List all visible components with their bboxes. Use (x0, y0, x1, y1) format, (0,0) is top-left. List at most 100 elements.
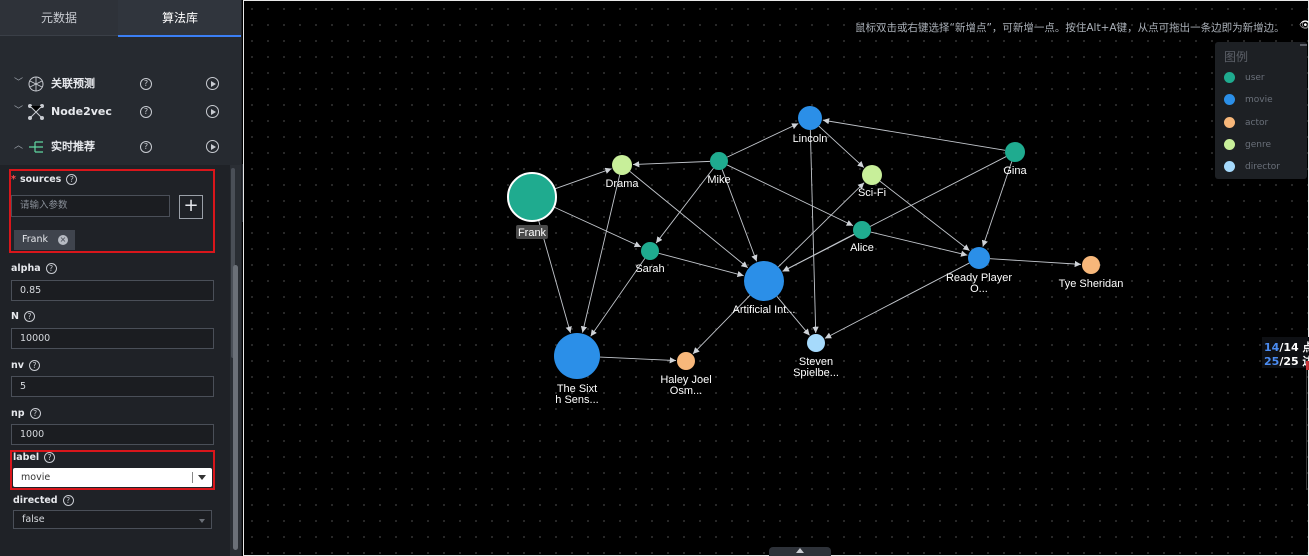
node-label: Drama (605, 178, 639, 190)
scrollbar-thumb-secondary[interactable] (231, 168, 235, 358)
node-circle[interactable] (1082, 256, 1100, 274)
graph-edge[interactable] (989, 258, 1082, 268)
graph-edge[interactable] (782, 233, 855, 272)
help-icon[interactable]: ? (44, 452, 56, 463)
node-circle[interactable] (612, 155, 632, 175)
graph-edge[interactable] (553, 206, 642, 248)
node-circle[interactable] (677, 352, 695, 370)
graph-edge[interactable] (879, 180, 970, 252)
node-circle[interactable] (744, 261, 784, 301)
node-circle[interactable] (554, 333, 600, 379)
sources-input[interactable]: 请输入参数 (11, 195, 170, 217)
help-icon[interactable]: ? (23, 311, 35, 322)
graph-edge[interactable] (726, 164, 854, 227)
graph-edge[interactable] (824, 262, 970, 339)
algo-item-node2vec[interactable]: ﹀ Node2vec ? (0, 95, 236, 129)
graph-edge[interactable] (692, 295, 751, 355)
graph-node-sarah[interactable]: Sarah (635, 242, 665, 275)
help-icon[interactable]: ? (29, 408, 41, 419)
help-icon[interactable]: ? (140, 106, 152, 118)
help-icon[interactable]: ? (140, 78, 152, 90)
algo-item-realtime-recommend[interactable]: ︿ 实时推荐 ? (0, 130, 236, 164)
chevron-down-icon[interactable]: ﹀ (14, 106, 24, 116)
param-label-text: np (11, 408, 25, 419)
graph-edge[interactable] (822, 118, 1006, 151)
graph-edge[interactable] (658, 252, 744, 278)
node-circle[interactable] (807, 334, 825, 352)
graph-edge[interactable] (870, 231, 968, 257)
graph-edge[interactable] (776, 296, 810, 336)
nv-input[interactable]: 5 (11, 376, 214, 397)
legend-collapse-icon[interactable] (1300, 44, 1307, 46)
graph-node-gina[interactable]: Gina (1003, 142, 1027, 177)
graph-edge[interactable] (655, 167, 714, 244)
edge-count: 25/25 边 (1264, 353, 1309, 369)
graph-node-lincoln[interactable]: Lincoln (793, 106, 828, 145)
graph-node-drama[interactable]: Drama (605, 155, 639, 190)
node-circle[interactable] (853, 221, 871, 239)
graph-node-frank[interactable]: Frank (507, 172, 557, 239)
param-n-label: N? (11, 311, 35, 322)
help-icon[interactable]: ? (140, 141, 152, 153)
node-circle[interactable] (641, 242, 659, 260)
expand-bottom-panel-button[interactable] (769, 547, 831, 556)
graph-node-tye[interactable]: Tye Sheridan (1059, 256, 1124, 290)
label-select[interactable]: movie (13, 468, 212, 487)
chevron-down-icon[interactable] (199, 519, 205, 523)
node-circle[interactable] (1005, 142, 1025, 162)
graph-node-steven[interactable]: StevenSpielbe... (793, 334, 839, 379)
help-icon[interactable]: ? (28, 360, 40, 371)
tab-algorithm-library[interactable]: 算法库 (118, 0, 241, 37)
graph-edge[interactable] (809, 129, 819, 334)
node-circle[interactable] (507, 172, 557, 222)
help-icon[interactable]: ? (66, 174, 78, 185)
play-icon[interactable] (206, 140, 219, 153)
algo-item-link-prediction[interactable]: ﹀ 关联预测 ? (0, 67, 236, 101)
algo-item-label: 关联预测 (51, 77, 95, 90)
graph-node-alice[interactable]: Alice (850, 221, 874, 254)
graph-edge[interactable] (599, 356, 677, 364)
graph-edge[interactable] (590, 258, 646, 337)
graph-edge[interactable] (632, 160, 711, 168)
close-icon[interactable]: × (58, 235, 68, 245)
graph-node-haley[interactable]: Haley JoelOsm... (660, 352, 712, 397)
node-circle[interactable] (798, 106, 822, 130)
legend-swatch (1224, 72, 1235, 83)
chevron-down-icon[interactable]: ﹀ (14, 78, 24, 88)
scrollbar-thumb[interactable] (233, 265, 238, 550)
graph-node-ai[interactable]: Artificial Int... (733, 261, 796, 316)
help-icon[interactable]: ? (62, 495, 74, 506)
canvas-hint-text: 鼠标双击或右键选择“新增点”，可新增一点。按住Alt+A键，从点可拖出一条边即为… (855, 22, 1285, 34)
graph-edge[interactable] (629, 170, 749, 269)
graph-edge[interactable] (721, 169, 758, 262)
graph-edge[interactable] (726, 123, 799, 158)
play-icon[interactable] (206, 77, 219, 90)
tab-metadata[interactable]: 元数据 (40, 11, 77, 25)
graph-edge[interactable] (818, 125, 865, 168)
np-input[interactable]: 1000 (11, 424, 214, 445)
chevron-down-icon[interactable] (198, 475, 206, 480)
graph-edge[interactable] (554, 167, 612, 190)
chevron-up-icon[interactable]: ︿ (14, 141, 24, 151)
node-circle[interactable] (710, 152, 728, 170)
graph-edge[interactable] (580, 174, 621, 333)
add-source-button[interactable]: + (179, 195, 203, 219)
legend-label: user (1245, 73, 1265, 83)
node-label: Sci-Fi (858, 187, 886, 199)
node-circle[interactable] (968, 247, 990, 269)
eye-icon[interactable]: 👁 (1299, 20, 1309, 31)
graph-edge[interactable] (981, 161, 1013, 247)
play-icon[interactable] (206, 105, 219, 118)
node-circle[interactable] (862, 165, 882, 185)
directed-select[interactable]: false (13, 510, 212, 529)
alpha-input[interactable]: 0.85 (11, 280, 214, 301)
graph-node-ready[interactable]: Ready PlayerO... (946, 247, 1012, 295)
graph-node-scifi[interactable]: Sci-Fi (858, 165, 886, 199)
graph-edge[interactable] (777, 182, 865, 268)
graph-stats: 14/14 点 25/25 边 (1262, 337, 1309, 368)
help-icon[interactable]: ? (45, 263, 57, 274)
n-input[interactable]: 10000 (11, 328, 214, 349)
graph-node-mike[interactable]: Mike (707, 152, 731, 186)
